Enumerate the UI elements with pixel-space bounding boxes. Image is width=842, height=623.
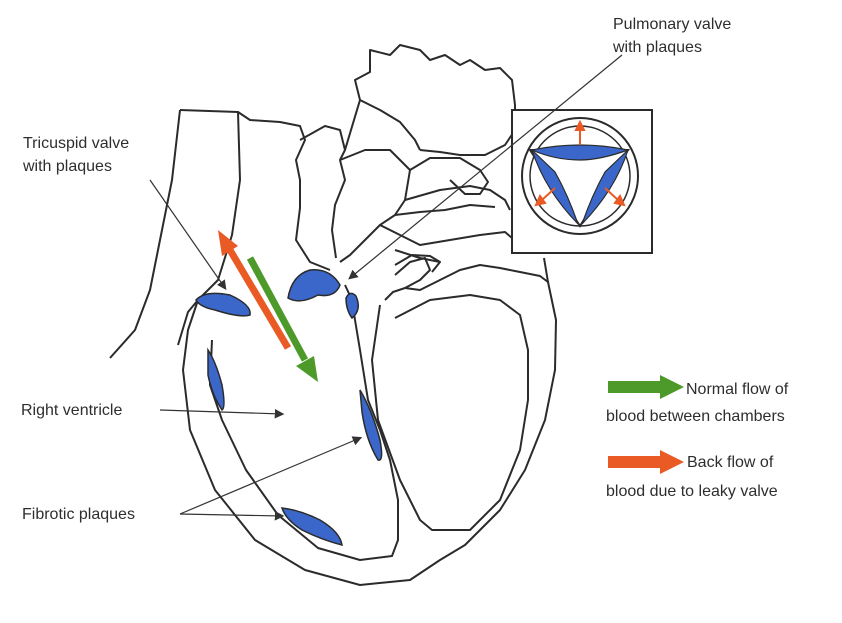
- legend-back-line2: blood due to leaky valve: [606, 480, 778, 503]
- pulmonary-valve-inset: [512, 110, 652, 253]
- tricuspid-valve-label: Tricuspid valve with plaques: [23, 132, 129, 178]
- pulmonary-valve-label: Pulmonary valve with plaques: [613, 13, 731, 59]
- wall-plaque-left: [208, 350, 224, 410]
- legend-normal-line2: blood between chambers: [606, 405, 785, 428]
- fibrotic-plaques-label: Fibrotic plaques: [22, 503, 135, 526]
- pulmonary-label-line2: with plaques: [613, 36, 731, 59]
- legend-back-arrow-icon: [608, 450, 684, 474]
- back-flow-arrow: [218, 230, 288, 348]
- plaques: [196, 270, 382, 545]
- right-ventricle-label: Right ventricle: [21, 399, 122, 422]
- legend-normal-line1: Normal flow of: [686, 378, 788, 401]
- tricuspid-plaque: [196, 293, 250, 315]
- legend-normal-arrow-icon: [608, 375, 684, 399]
- pulmonary-plaque-1: [288, 270, 340, 301]
- pulmonary-label-line1: Pulmonary valve: [613, 13, 731, 36]
- pulmonary-plaque-2: [346, 293, 358, 318]
- tricuspid-label-line2: with plaques: [23, 155, 129, 178]
- legend-back-line1: Back flow of: [687, 451, 773, 474]
- tricuspid-label-line1: Tricuspid valve: [23, 132, 129, 155]
- heart-outline: [110, 45, 556, 585]
